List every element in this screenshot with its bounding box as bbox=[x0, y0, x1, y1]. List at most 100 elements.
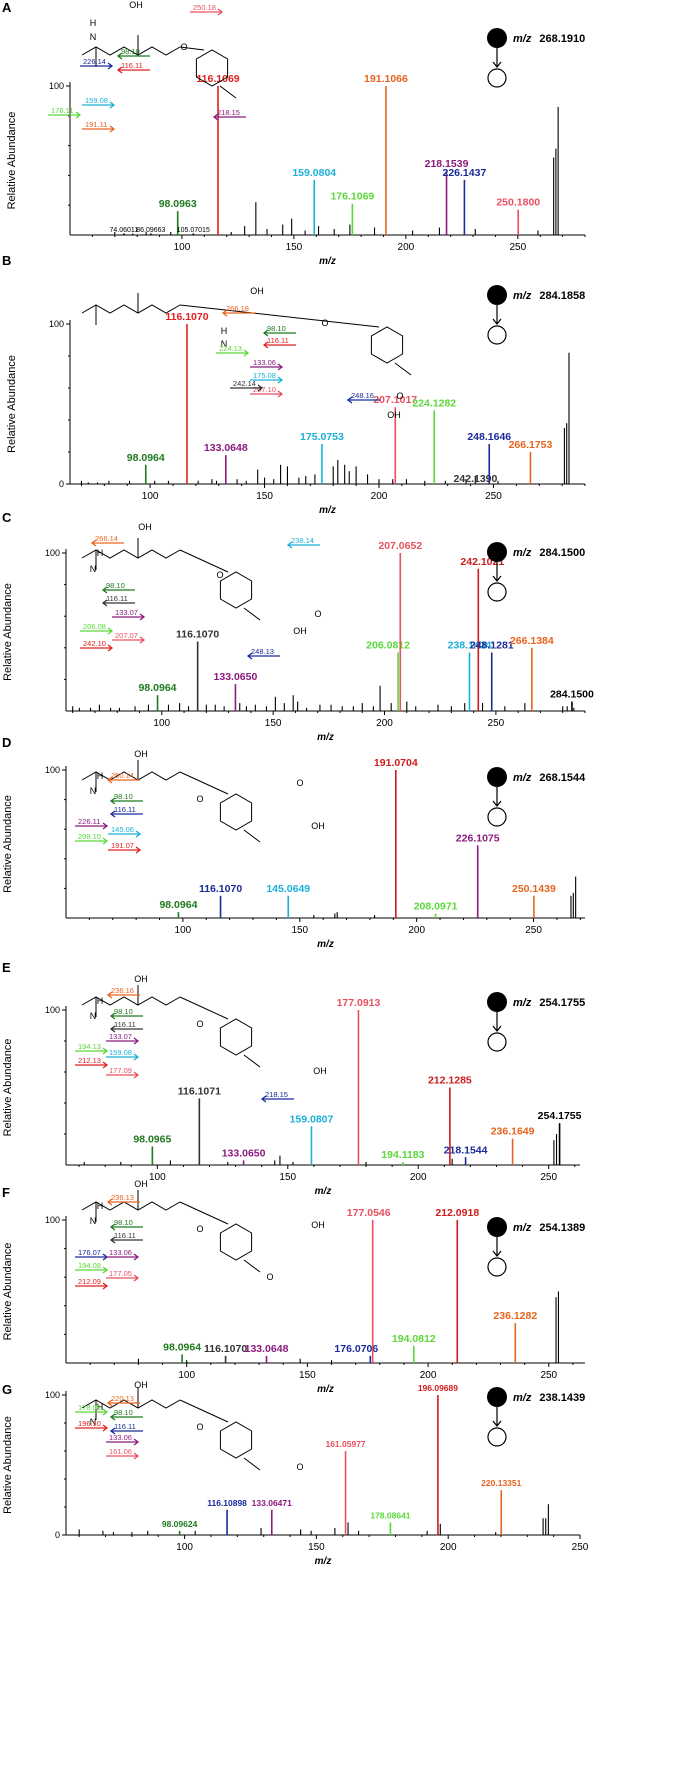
peak-label: 176.0706 bbox=[334, 1343, 378, 1355]
peak-label: 191.0704 bbox=[374, 757, 418, 769]
arrow-head-icon bbox=[492, 575, 502, 582]
fragment-label: 196.10 bbox=[78, 1419, 101, 1428]
x-axis-label: m/z bbox=[319, 505, 336, 516]
peak-label: 254.1755 bbox=[538, 1110, 582, 1122]
peak-label: 116.1071 bbox=[178, 1085, 221, 1097]
fragment-label: 145.06 bbox=[111, 825, 134, 834]
fragment-arrowhead-icon bbox=[109, 1223, 116, 1231]
fragment-label: 116.11 bbox=[114, 1231, 136, 1240]
panel-letter: B bbox=[2, 253, 11, 268]
alkyl-chain bbox=[81, 549, 181, 559]
fragment-label: 116.11 bbox=[121, 61, 143, 70]
fragment-arrowhead-icon bbox=[246, 652, 253, 660]
fragment-label: 220.13 bbox=[111, 1394, 134, 1403]
arrow-head-icon bbox=[492, 1250, 502, 1257]
x-tick-label: 100 bbox=[142, 491, 159, 502]
x-tick-label: 200 bbox=[398, 242, 415, 253]
peak-label: 236.1282 bbox=[493, 1310, 537, 1322]
structure-atom-label: OH bbox=[387, 410, 401, 420]
y-axis-label: Relative Abundance bbox=[2, 583, 14, 681]
fragment-arrowhead-icon bbox=[109, 1236, 116, 1244]
peak-label: 178.08641 bbox=[370, 1510, 410, 1520]
fragment-arrowhead-icon bbox=[109, 1413, 116, 1421]
benzene-ring bbox=[219, 571, 253, 609]
fragment-label: 116.11 bbox=[106, 594, 128, 603]
structure-atom-label: OH bbox=[134, 974, 148, 984]
fragment-arrowhead-icon bbox=[109, 1012, 116, 1020]
product-ion-icon bbox=[487, 1032, 507, 1052]
fragment-arrowhead-icon bbox=[139, 636, 146, 644]
mz-prefix: m/z bbox=[513, 1392, 532, 1404]
precursor-ion-icon bbox=[487, 1217, 507, 1237]
precursor-value: 238.1439 bbox=[539, 1392, 585, 1404]
y-axis-label: Relative Abundance bbox=[6, 112, 18, 210]
x-tick-label: 250 bbox=[488, 718, 505, 729]
x-tick-label: 200 bbox=[410, 1172, 427, 1183]
peak-label: 145.0649 bbox=[266, 883, 310, 895]
structure-atom-label: OH bbox=[134, 749, 148, 759]
alkyl-chain bbox=[81, 1201, 181, 1211]
fragment-label: 266.18 bbox=[226, 304, 249, 313]
fragment-label: 133.06 bbox=[109, 1248, 132, 1257]
peak-label: 177.0546 bbox=[347, 1207, 391, 1219]
precursor-value: 284.1500 bbox=[539, 547, 585, 559]
fragment-arrowhead-icon bbox=[109, 810, 116, 818]
fragment-arrowhead-icon bbox=[106, 776, 113, 784]
fragment-label: 206.08 bbox=[83, 622, 106, 631]
tail-bond bbox=[243, 1457, 261, 1471]
structure-atom-label: N bbox=[90, 564, 97, 574]
x-tick-label: 250 bbox=[540, 1370, 557, 1381]
fragment-label: 116.11 bbox=[114, 1422, 136, 1431]
x-axis-label: m/z bbox=[317, 939, 334, 950]
structure-atom-label: O bbox=[396, 391, 403, 401]
mz-prefix: m/z bbox=[513, 33, 532, 45]
precursor-ion-icon bbox=[487, 1387, 507, 1407]
peak-label: 242.1390 bbox=[454, 473, 498, 485]
structure-skeleton bbox=[81, 538, 261, 621]
peak-label: 98.0963 bbox=[159, 198, 197, 210]
panel-letter: E bbox=[2, 960, 11, 975]
fragment-label: 177.09 bbox=[109, 1066, 132, 1075]
y-tick-label: 100 bbox=[45, 765, 60, 775]
tail-bond bbox=[219, 85, 237, 99]
peak-label: 218.1539 bbox=[425, 158, 469, 170]
structure-atom-label: OH bbox=[311, 1220, 325, 1230]
x-tick-label: 150 bbox=[256, 491, 273, 502]
x-axis-label: m/z bbox=[319, 256, 336, 267]
fragment-label: 207.07 bbox=[115, 631, 138, 640]
fragment-label: 242.10 bbox=[83, 639, 106, 648]
peak-label: 220.13351 bbox=[481, 1478, 521, 1488]
structure-atom-label: OH bbox=[313, 1066, 327, 1076]
y-tick-label: 0 bbox=[55, 1530, 60, 1540]
fragment-arrowhead-icon bbox=[133, 1452, 140, 1460]
precursor-ion-icon bbox=[487, 767, 507, 787]
peak-label: 248.1281 bbox=[470, 640, 514, 652]
fragment-arrowhead-icon bbox=[133, 1053, 140, 1061]
fragment-label: 207.10 bbox=[253, 385, 276, 394]
fragment-arrowhead-icon bbox=[277, 363, 284, 371]
x-tick-label: 150 bbox=[291, 925, 308, 936]
peak-label: 176.1069 bbox=[330, 191, 374, 203]
fragment-arrowhead-icon bbox=[135, 846, 142, 854]
fragment-arrowhead-icon bbox=[101, 586, 108, 594]
fragment-label: 116.11 bbox=[114, 805, 136, 814]
structure-atom-label: N bbox=[90, 786, 97, 796]
arrow-head-icon bbox=[492, 1420, 502, 1427]
fragment-label: 98.10 bbox=[114, 1007, 133, 1016]
fragment-label: 133.07 bbox=[115, 608, 138, 617]
peak-label: 208.0971 bbox=[414, 901, 458, 913]
peak-label: 250.1439 bbox=[512, 883, 556, 895]
fragment-label: 177.05 bbox=[109, 1269, 132, 1278]
fragment-arrowhead-icon bbox=[109, 1025, 116, 1033]
structure-atom-label: H bbox=[97, 1402, 104, 1412]
x-tick-label: 100 bbox=[178, 1370, 195, 1381]
x-tick-label: 200 bbox=[371, 491, 388, 502]
structure-atom-label: N bbox=[221, 339, 228, 349]
fragment-label: 191.11 bbox=[85, 120, 107, 129]
fragment-arrowhead-icon bbox=[101, 599, 108, 607]
structure-atom-label: H bbox=[221, 326, 228, 336]
fragment-label: 226.14 bbox=[83, 57, 106, 66]
peak-label: 250.1800 bbox=[496, 197, 540, 209]
